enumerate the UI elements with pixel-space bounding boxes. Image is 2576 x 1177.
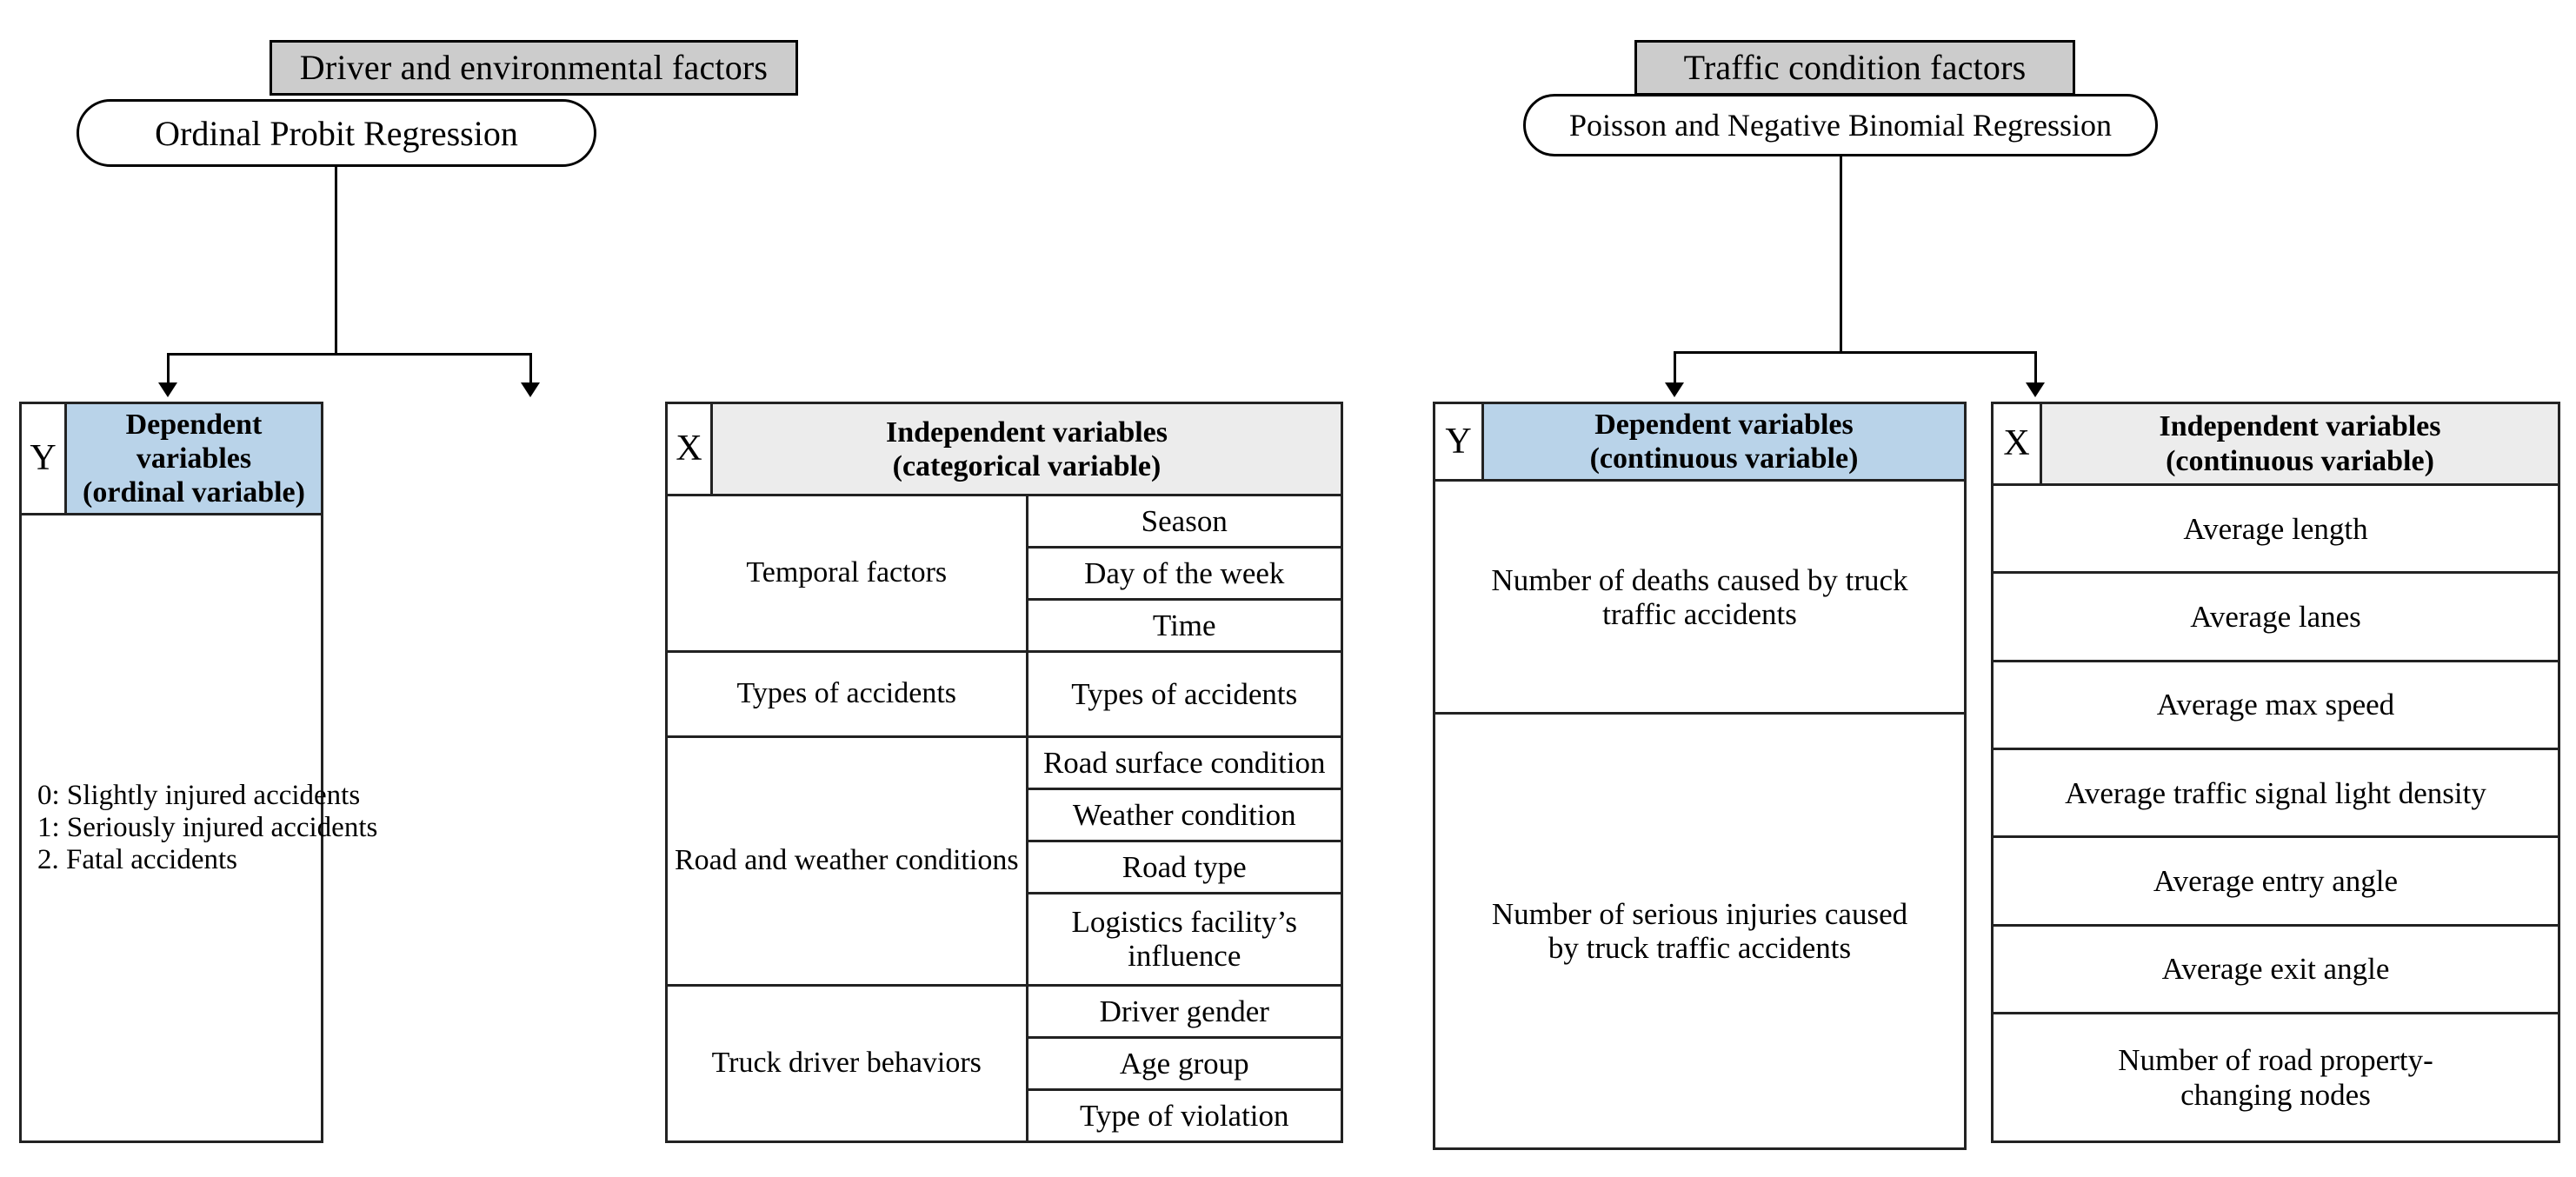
arrow-head-left-x [521, 382, 540, 397]
table-row: 0: Slightly injured accidents 1: Serious… [19, 513, 378, 1143]
ordinal-level-2: 2. Fatal accidents [37, 844, 238, 876]
corner-symbol-x-right: X [1991, 401, 2042, 487]
connector-bracket-right [1674, 351, 2037, 354]
table-row: X Independent variables (continuous vari… [1991, 401, 2560, 487]
variable-average-lanes: Average lanes [1991, 571, 2560, 662]
arrow-head-left-y [158, 382, 177, 397]
table-row: Average entry angle [1991, 835, 2560, 927]
table-row: Weather condition [667, 787, 1343, 842]
table-row: Type of violation [667, 1088, 1343, 1143]
table-left-dependent: Y Dependent variables (ordinal variable)… [19, 401, 378, 1143]
variable-driver-gender: Driver gender [1025, 984, 1343, 1040]
ordinal-levels-cell: 0: Slightly injured accidents 1: Serious… [19, 513, 378, 1143]
table-row: Logistics facility’s influence [667, 891, 1343, 987]
header-line-2: (continuous variable) [1589, 442, 1859, 475]
corner-symbol-x-left: X [665, 401, 713, 497]
table-row: Average max speed [1991, 659, 2560, 751]
group-label-types-of-accidents: Types of accidents [665, 650, 1028, 738]
header-line-2: (continuous variable) [2166, 444, 2434, 477]
connector-stem-right [1840, 156, 1842, 353]
corner-symbol-y-right: Y [1433, 401, 1484, 482]
group-label-road-weather: Road and weather conditions [665, 735, 1028, 987]
source-box-driver-environmental: Driver and environmental factors [270, 40, 798, 96]
dependent-row-serious-injuries: Number of serious injuries caused by tru… [1433, 712, 1967, 1151]
method-box-poisson-negative-binomial: Poisson and Negative Binomial Regression [1523, 94, 2158, 156]
header-line-1: Dependent variables [125, 409, 263, 475]
table-row: Day of the week [667, 546, 1343, 602]
group-label-temporal: Temporal factors [665, 494, 1028, 654]
source-box-label: Driver and environmental factors [299, 48, 769, 87]
connector-drop-left-x [529, 353, 532, 388]
header-independent-right: Independent variables (continuous variab… [2040, 401, 2560, 487]
variable-road-surface-condition: Road surface condition [1025, 735, 1343, 790]
method-box-label: Poisson and Negative Binomial Regression [1569, 108, 2112, 143]
header-line-2: (ordinal variable) [83, 476, 305, 509]
variable-average-max-speed: Average max speed [1991, 659, 2560, 751]
table-row: Types of accidents Types of accidents [665, 650, 1343, 738]
table-row: X Independent variables (categorical var… [665, 401, 1343, 497]
table-row: Average lanes [1991, 571, 2560, 662]
connector-drop-right-y [1674, 351, 1676, 388]
header-line-1: Dependent variables [1594, 409, 1854, 441]
table-right-dependent: Y Dependent variables (continuous variab… [1433, 401, 1967, 1151]
table-row: Y Dependent variables (ordinal variable) [19, 401, 323, 516]
method-box-ordinal-probit: Ordinal Probit Regression [77, 99, 596, 167]
connector-drop-right-x [2034, 351, 2037, 388]
table-row: Number of deaths caused by truck traffic… [1433, 479, 1967, 715]
table-row: Y Dependent variables (continuous variab… [1433, 401, 1967, 482]
table-row: Number of road property-changing nodes [1991, 1012, 2560, 1143]
variable-time: Time [1025, 598, 1343, 654]
arrow-head-right-y [1665, 382, 1684, 397]
table-right-independent: X Independent variables (continuous vari… [1991, 401, 2560, 1143]
variable-logistics-facility-influence: Logistics facility’s influence [1025, 891, 1343, 987]
table-row: Average traffic signal light density [1991, 748, 2560, 839]
variable-average-entry-angle: Average entry angle [1991, 835, 2560, 927]
header-independent-left: Independent variables (categorical varia… [710, 401, 1343, 497]
variable-day-of-week: Day of the week [1025, 546, 1343, 602]
table-row: Truck driver behaviors Driver gender [665, 984, 1343, 1143]
table-row: Number of serious injuries caused by tru… [1433, 712, 1967, 1151]
source-box-traffic-condition: Traffic condition factors [1634, 40, 2075, 96]
corner-symbol-y-left: Y [19, 401, 67, 516]
table-row: Age group [667, 1036, 1343, 1092]
header-dependent-right: Dependent variables (continuous variable… [1481, 401, 1967, 482]
variable-type-of-violation: Type of violation [1025, 1088, 1343, 1143]
variable-weather-condition: Weather condition [1025, 787, 1343, 842]
header-dependent-left: Dependent variables (ordinal variable) [64, 401, 323, 516]
table-row: Time [667, 598, 1343, 654]
ordinal-level-1: 1: Seriously injured accidents [37, 812, 378, 844]
method-box-label: Ordinal Probit Regression [155, 113, 518, 153]
variable-types-of-accidents: Types of accidents [1025, 650, 1343, 738]
table-row: Road type [667, 839, 1343, 894]
table-row: Temporal factors Season [665, 494, 1343, 654]
dependent-row-deaths: Number of deaths caused by truck traffic… [1433, 479, 1967, 715]
header-line-1: Independent variables [2159, 410, 2441, 443]
variable-number-of-road-property-changing-nodes: Number of road property-changing nodes [1991, 1012, 2560, 1143]
variable-average-length: Average length [1991, 483, 2560, 575]
variable-average-traffic-signal-light-density: Average traffic signal light density [1991, 748, 2560, 839]
table-row: Road and weather conditions Road surface… [665, 735, 1343, 987]
header-line-2: (categorical variable) [892, 449, 1162, 482]
source-box-label: Traffic condition factors [1683, 48, 2027, 87]
variable-average-exit-angle: Average exit angle [1991, 923, 2560, 1015]
connector-bracket-left [167, 353, 532, 356]
group-label-truck-driver-behaviors: Truck driver behaviors [665, 984, 1028, 1143]
variable-age-group: Age group [1025, 1036, 1343, 1092]
connector-drop-left-y [167, 353, 170, 388]
table-row: Average length [1991, 483, 2560, 575]
table-left-independent: X Independent variables (categorical var… [665, 401, 1343, 1143]
header-line-1: Independent variables [886, 416, 1168, 449]
table-row: Average exit angle [1991, 923, 2560, 1015]
variable-season: Season [1025, 494, 1343, 549]
ordinal-level-0: 0: Slightly injured accidents [37, 780, 361, 812]
arrow-head-right-x [2026, 382, 2045, 397]
connector-stem-left [335, 167, 337, 355]
variable-road-type: Road type [1025, 839, 1343, 894]
